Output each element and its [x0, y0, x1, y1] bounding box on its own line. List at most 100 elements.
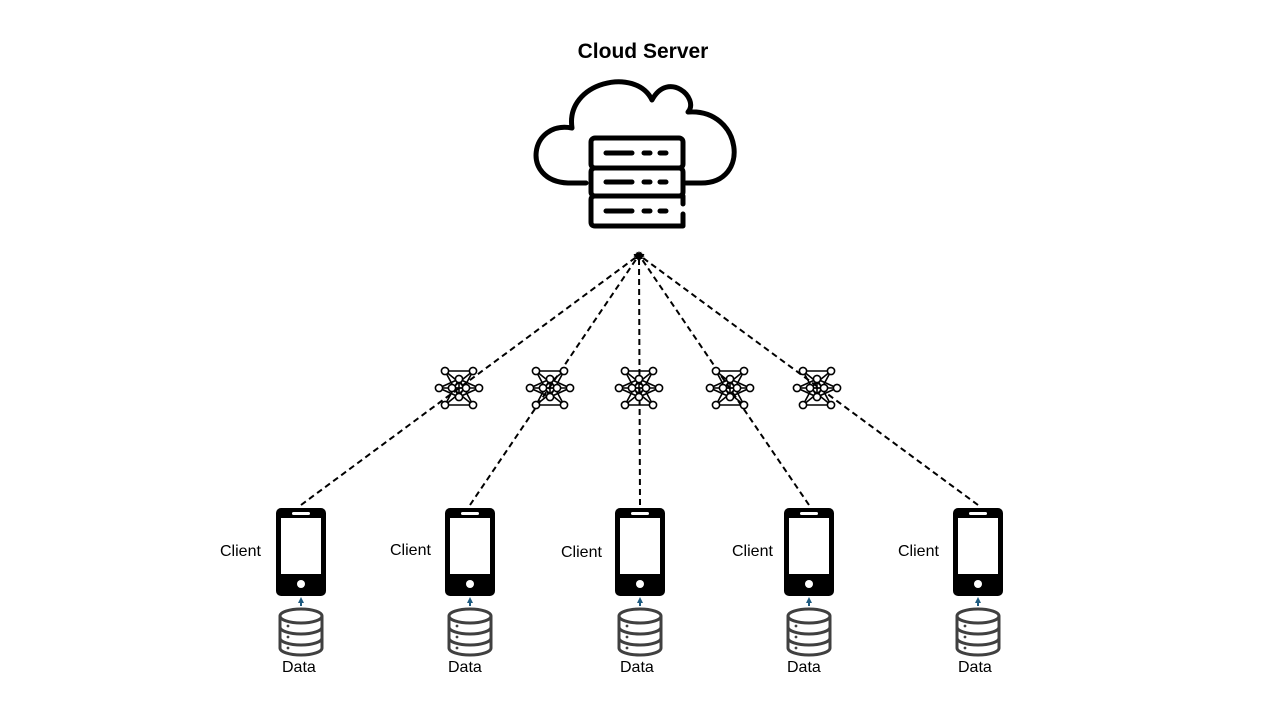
client-label: Client	[220, 543, 261, 560]
network-node	[654, 383, 664, 393]
database-dot	[625, 646, 629, 650]
smartphone-icon	[445, 508, 495, 596]
phone-speaker	[969, 512, 987, 515]
model-icons	[434, 366, 842, 410]
client-server-connection	[636, 251, 810, 506]
network-node	[725, 374, 735, 384]
database-dot	[794, 624, 798, 628]
network-node	[718, 383, 728, 393]
database-top	[617, 607, 663, 625]
client-label: Client	[390, 542, 431, 559]
network-node	[538, 383, 548, 393]
smartphone-icon	[784, 508, 834, 596]
client-devices	[276, 508, 1003, 606]
network-node	[826, 400, 836, 410]
data-label: Data	[448, 659, 482, 676]
network-node	[468, 400, 478, 410]
network-node	[559, 400, 569, 410]
smartphone-icon	[615, 508, 665, 596]
database-dot	[286, 635, 290, 639]
cloud-outline	[533, 79, 737, 186]
network-node	[525, 383, 535, 393]
database-dot	[625, 635, 629, 639]
phone-home-button	[466, 580, 474, 588]
network-node	[648, 400, 658, 410]
smartphone-icon	[276, 508, 326, 596]
database-side	[786, 616, 832, 657]
network-node	[812, 392, 822, 402]
network-node	[634, 392, 644, 402]
network-node	[627, 383, 637, 393]
network-node	[812, 374, 822, 384]
network-node	[545, 374, 555, 384]
network-node	[454, 392, 464, 402]
network-node	[711, 366, 721, 376]
database-top	[447, 607, 493, 625]
client-label: Client	[732, 543, 773, 560]
database-side	[617, 616, 663, 657]
network-node	[468, 366, 478, 376]
database-dot	[625, 624, 629, 628]
data-label: Data	[620, 659, 654, 676]
diagram-title: Cloud Server	[577, 40, 709, 63]
database-dot	[794, 646, 798, 650]
phone-screen	[789, 518, 829, 574]
server-rack-3	[588, 193, 686, 229]
network-node	[614, 383, 624, 393]
network-node	[620, 366, 630, 376]
phone-screen	[281, 518, 321, 574]
network-node	[805, 383, 815, 393]
database-side	[278, 616, 324, 657]
phone-speaker	[461, 512, 479, 515]
network-node	[745, 383, 755, 393]
network-node	[798, 400, 808, 410]
phone-home-button	[974, 580, 982, 588]
network-node	[634, 374, 644, 384]
database-side	[447, 616, 493, 657]
data-label: Data	[787, 659, 821, 676]
network-node	[792, 383, 802, 393]
database-icon	[786, 607, 832, 657]
database-top	[786, 607, 832, 625]
network-node	[798, 366, 808, 376]
database-icon	[278, 607, 324, 657]
network-node	[454, 374, 464, 384]
network-node	[447, 383, 457, 393]
database-side	[955, 616, 1001, 657]
network-node	[440, 400, 450, 410]
database-dot	[963, 624, 967, 628]
network-node	[531, 400, 541, 410]
database-icon	[955, 607, 1001, 657]
network-node	[620, 400, 630, 410]
smartphone-icon	[953, 508, 1003, 596]
database-ring	[786, 637, 832, 647]
phone-home-button	[636, 580, 644, 588]
database-icon	[617, 607, 663, 657]
database-dot	[963, 635, 967, 639]
network-node	[711, 400, 721, 410]
network-node	[434, 383, 444, 393]
cloud-server-icon	[533, 79, 737, 229]
database-dot	[286, 646, 290, 650]
client-label: Client	[898, 543, 939, 560]
client-server-connection	[300, 252, 643, 506]
network-node	[461, 383, 471, 393]
network-node	[565, 383, 575, 393]
network-node	[440, 366, 450, 376]
database-dot	[455, 624, 459, 628]
database-ring	[447, 626, 493, 636]
phone-speaker	[631, 512, 649, 515]
database-dot	[455, 635, 459, 639]
network-node	[819, 383, 829, 393]
neural-network-icon	[792, 366, 842, 410]
network-node	[705, 383, 715, 393]
database-icon	[447, 607, 493, 657]
data-stores	[278, 607, 1001, 657]
client-server-connection	[469, 251, 642, 506]
database-ring	[278, 637, 324, 647]
database-ring	[447, 637, 493, 647]
network-node	[826, 366, 836, 376]
database-ring	[786, 626, 832, 636]
neural-network-icon	[434, 366, 484, 410]
